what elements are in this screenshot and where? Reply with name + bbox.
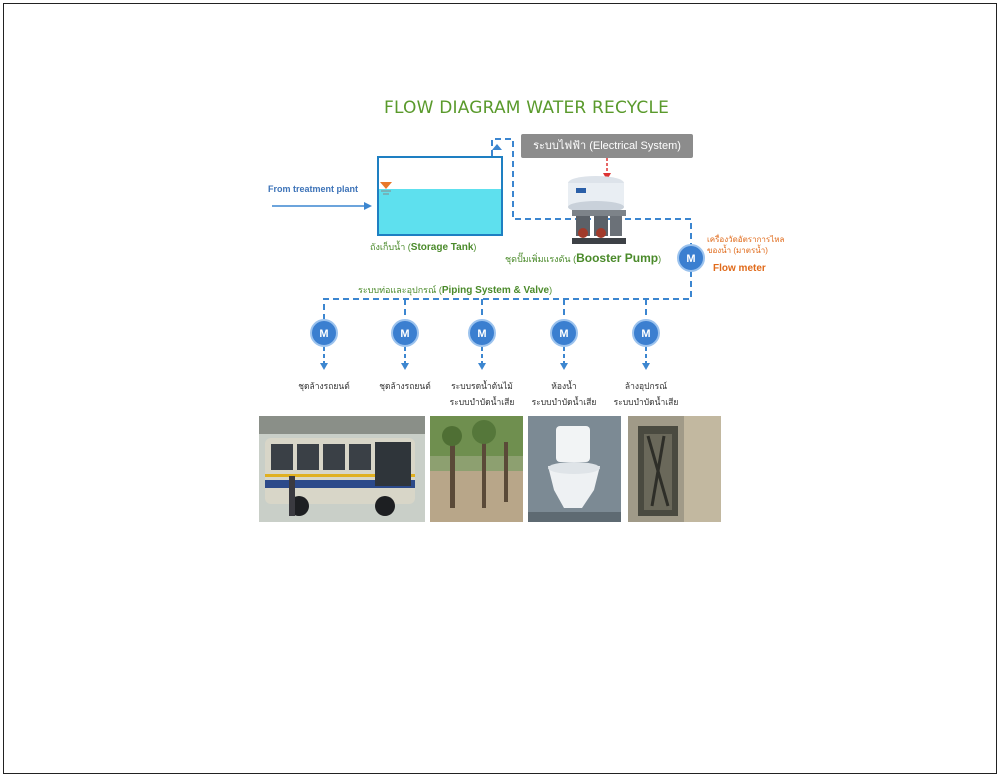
toilet-photo [528,416,621,522]
piping-system-label: ระบบท่อและอุปกรณ์ (Piping System & Valve… [358,285,553,296]
consumer-label-4: ห้องน้ำระบบบำบัดน้ำเสีย [531,381,597,407]
booster-pump-image [568,176,626,244]
bus-photo [259,416,425,522]
svg-text:M: M [559,328,568,340]
main-flow-meter: M [677,244,705,272]
main-pipe [323,271,692,319]
diagram-title: FLOW DIAGRAM WATER RECYCLE [384,98,670,118]
inflow-arrowhead [364,202,372,210]
from-treatment-label: From treatment plant [268,184,359,194]
booster-pump-label: ชุดปั๊มเพิ่มแรงดัน (Booster Pump) [505,251,662,265]
branch-meter-2: M [391,319,419,347]
flow-meter-thai-label: เครื่องวัดอัตราการไหลของน้ำ (มาตรน้ำ) [707,235,785,255]
branch-meter-1: M [310,319,338,347]
svg-text:M: M [641,328,650,340]
water-level-icon [380,182,392,189]
storage-tank-label: ถังเก็บน้ำ (Storage Tank) [370,242,477,253]
consumer-label-2: ชุดล้างรถยนต์ [379,381,431,391]
storage-tank-water [379,189,501,234]
consumer-label-3: ระบบรดน้ำต้นไม้ระบบบำบัดน้ำเสีย [449,381,515,407]
svg-text:M: M [400,328,409,340]
consumer-label-5: ล้างอุปกรณ์ระบบบำบัดน้ำเสีย [613,381,679,407]
branch-meter-3: M [468,319,496,347]
garden-photo [430,416,523,522]
branch-meter-5: M [632,319,660,347]
svg-text:M: M [319,328,328,340]
tank-return-pipe [491,138,692,245]
consumer-label-1: ชุดล้างรถยนต์ [298,381,350,391]
svg-text:M: M [686,253,695,265]
flow-meter-label: Flow meter [713,263,766,274]
page-border [3,3,997,774]
svg-text:M: M [477,328,486,340]
equipment-photo [628,416,721,522]
branch-meter-4: M [550,319,578,347]
electrical-system-box: ระบบไฟฟ้า (Electrical System) [521,134,693,158]
